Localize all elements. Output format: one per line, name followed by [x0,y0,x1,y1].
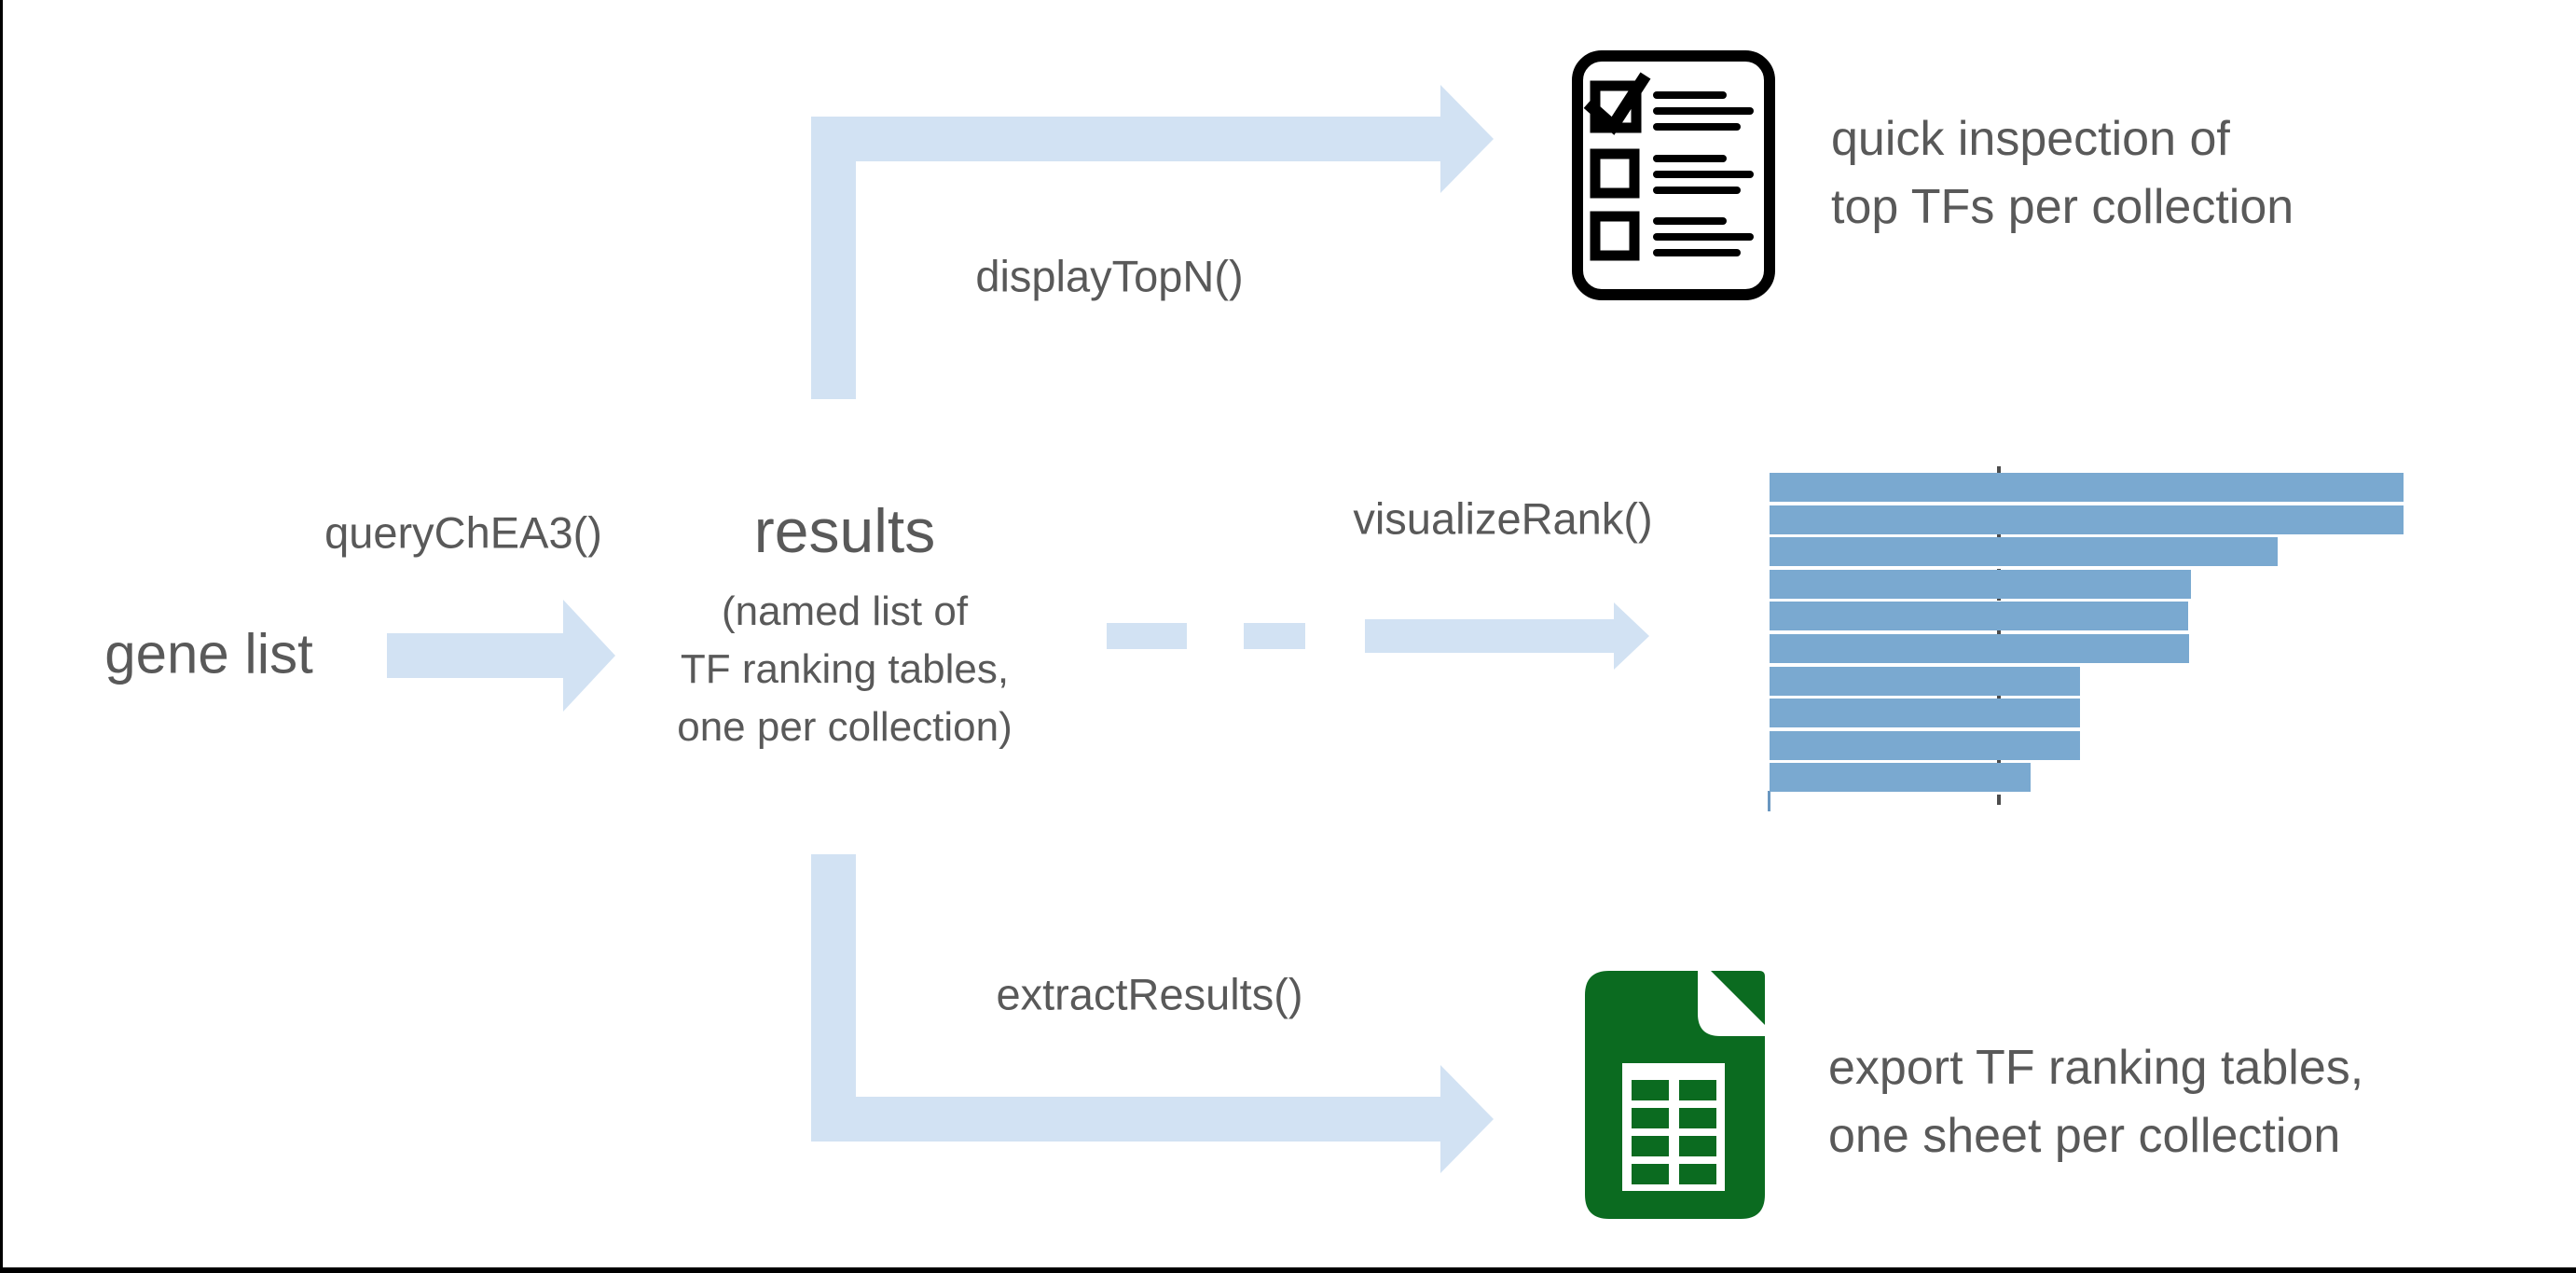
export-caption-line2: one sheet per collection [1828,1109,2341,1163]
sheet-cells [1632,1080,1716,1184]
results-node-subtitle: (named list of TF ranking tables, one pe… [677,583,1012,756]
gene-list-node: gene list [104,622,313,685]
folded-corner [1711,971,1765,1025]
display-topn-label: displayTopN() [975,251,1244,301]
checkbox-empty [1590,211,1640,261]
list-lines-row3 [1653,217,1754,256]
list-lines-row1 [1653,91,1754,131]
checklist-document-icon [1572,50,1775,300]
chart-bar [1770,473,2404,502]
list-lines-row2 [1653,155,1754,194]
chart-bar [1770,634,2189,663]
spreadsheet-file-icon [1585,971,1765,1219]
results-node-title: results [753,496,936,565]
extract-results-label: extractResults() [996,969,1303,1019]
arrow-gene-to-results [387,600,615,712]
dashed-arrow-segment-2 [1244,623,1305,649]
export-caption-line1: export TF ranking tables, [1828,1041,2364,1095]
visualize-rank-label: visualizeRank() [1353,493,1653,544]
results-subtitle-line: one per collection) [677,704,1012,750]
chart-bar [1770,570,2191,599]
arrow-results-to-inspection [811,85,1494,399]
results-subtitle-line: TF ranking tables, [680,646,1010,692]
chart-bar [1770,505,2404,534]
chart-bar [1770,602,2188,630]
rank-bar-chart [1768,466,2413,811]
check-mark-icon [1583,72,1651,135]
inspection-caption-line2: top TFs per collection [1831,180,2294,234]
inspection-caption: quick inspection of top TFs per collecti… [1831,105,2294,242]
query-chea3-label: queryChEA3() [324,507,602,558]
chart-bar [1770,667,2080,696]
arrow-results-to-chart [1365,602,1649,670]
window-bottom-edge [0,1267,2576,1273]
chart-bar [1770,763,2031,792]
chart-bar [1770,731,2080,760]
dashed-arrow-segment-1 [1107,623,1187,649]
chart-bar [1770,699,2080,727]
chart-axis-line [1768,791,1770,811]
inspection-caption-line1: quick inspection of [1831,112,2230,166]
chart-bar [1770,537,2278,566]
window-left-edge [0,0,3,1273]
checkbox-empty [1590,148,1640,199]
arrow-results-to-export [811,854,1494,1173]
export-caption: export TF ranking tables, one sheet per … [1828,1034,2363,1170]
results-subtitle-line: (named list of [721,588,969,634]
